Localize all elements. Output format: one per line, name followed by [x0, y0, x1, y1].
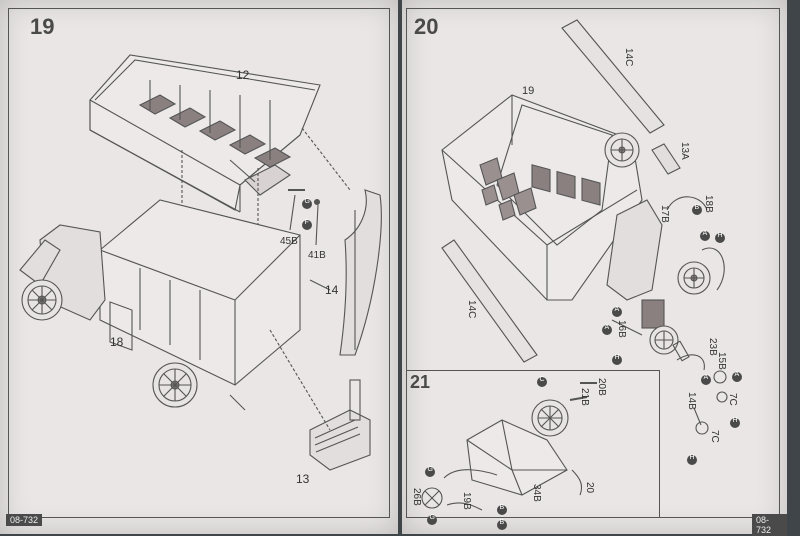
- callout-b-21a: B: [499, 504, 505, 511]
- part-label-13: 13: [296, 472, 310, 486]
- callout-a-4: A: [734, 371, 740, 378]
- callout-g-21b: G: [429, 514, 435, 521]
- callout-g: G: [304, 198, 310, 205]
- step-number-20: 20: [414, 14, 439, 39]
- callout-g-21a: G: [427, 466, 433, 473]
- part-label-26b: 26B: [411, 488, 422, 506]
- callout-a-2: A: [614, 306, 620, 313]
- part-label-41b: 41B: [308, 250, 326, 261]
- part-label-15b: 15B: [716, 352, 727, 370]
- step21-frame: [406, 370, 660, 518]
- part-label-13a: 13A: [679, 142, 690, 160]
- step-number-21: 21: [410, 372, 431, 392]
- left-frame: [8, 8, 390, 518]
- part-label-19b: 19B: [461, 492, 472, 510]
- part-label-18b: 18B: [703, 195, 714, 213]
- part-label-19: 19: [522, 85, 535, 97]
- step19-illustration: [19, 54, 382, 471]
- page-code-left: 08-732: [6, 514, 43, 526]
- right-page: 20 21: [402, 0, 787, 536]
- callout-c-21: C: [539, 376, 545, 383]
- part-label-7c-b: 7C: [709, 430, 720, 443]
- part-label-14: 14: [325, 283, 339, 297]
- part-label-12: 12: [236, 68, 250, 82]
- part-label-20b: 20B: [596, 378, 607, 396]
- callout-h-3: H: [689, 454, 695, 461]
- part-label-16b: 16B: [616, 320, 627, 338]
- part-label-18: 18: [110, 335, 124, 349]
- page-code-right: 08-732: [752, 514, 787, 536]
- callout-h-4: H: [717, 232, 723, 239]
- left-page: 19: [0, 0, 398, 534]
- part-label-21b: 21B: [579, 388, 590, 406]
- callout-a-3: A: [604, 324, 610, 331]
- callout-a-5: A: [703, 374, 709, 381]
- part-label-17b: 17B: [659, 205, 670, 223]
- step-number-19: 19: [30, 14, 55, 39]
- part-label-20: 20: [584, 482, 595, 494]
- callout-a-1: A: [702, 230, 708, 237]
- callout-b-21b: B: [499, 519, 505, 526]
- part-label-14c-left: 14C: [466, 300, 477, 319]
- callout-h-2: H: [732, 417, 738, 424]
- callout-f: F: [304, 219, 309, 226]
- part-label-14c-top: 14C: [623, 48, 634, 67]
- part-label-7c-a: 7C: [727, 393, 738, 406]
- callout-h-1: H: [614, 354, 620, 361]
- callout-b-1: B: [694, 204, 700, 211]
- step20-illustration: [421, 19, 742, 530]
- part-label-34b: 34B: [531, 484, 542, 502]
- part-label-14b: 14B: [686, 392, 697, 410]
- part-label-45b: 45B: [280, 236, 298, 247]
